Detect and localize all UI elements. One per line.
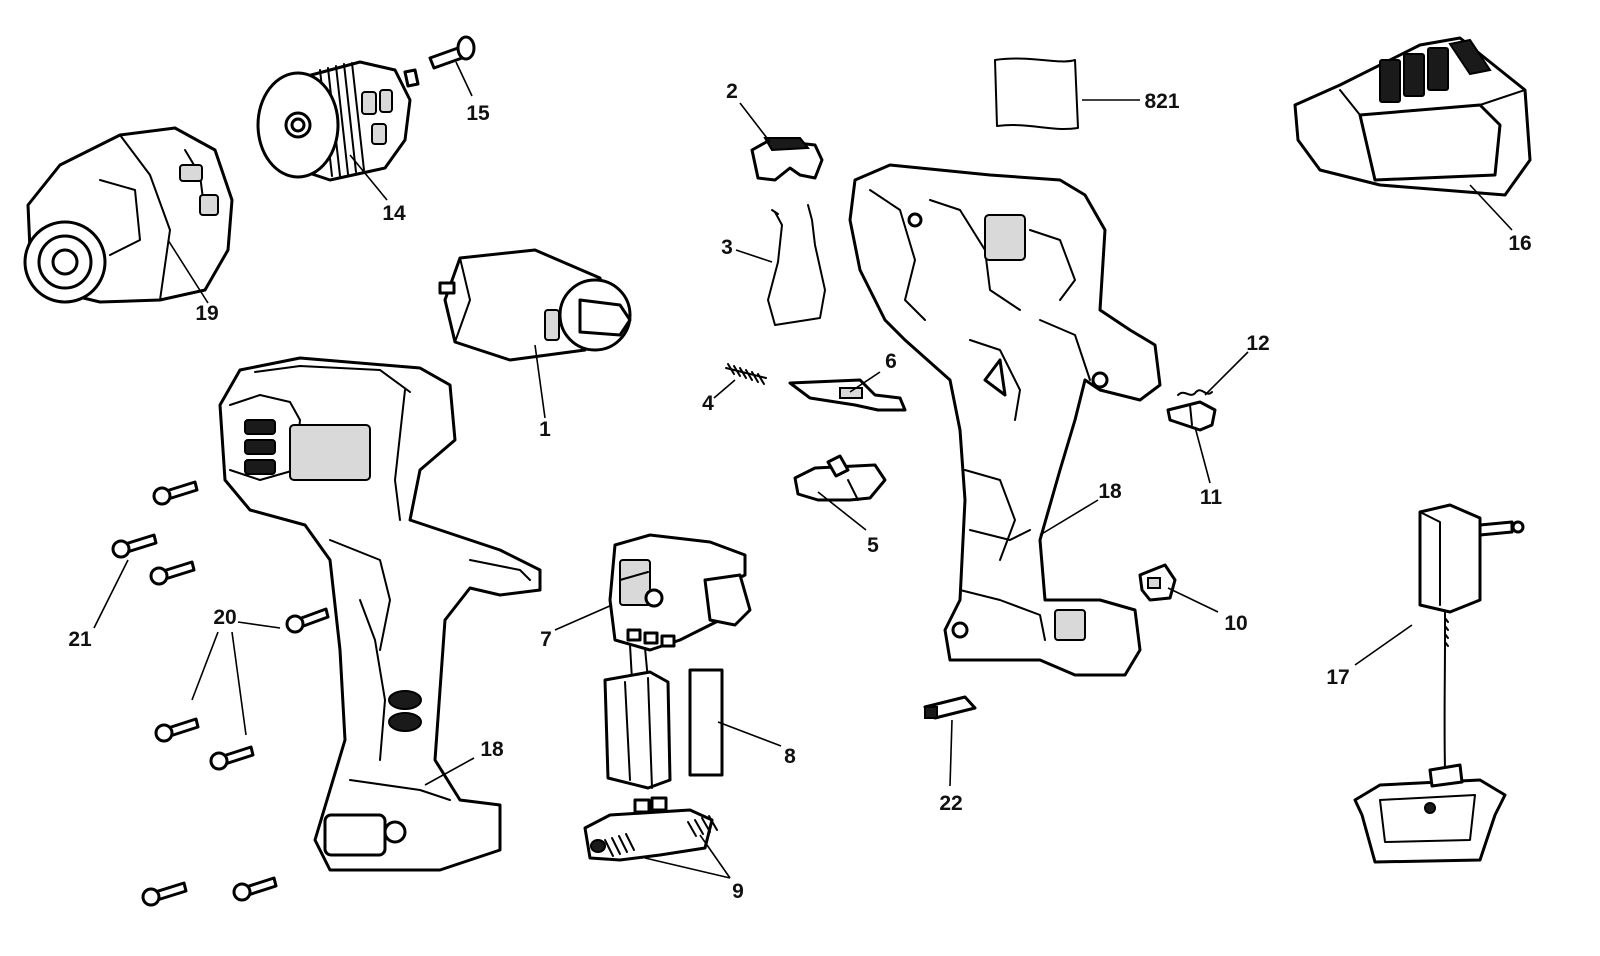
callout-8: 8 (784, 745, 796, 768)
screw (152, 480, 199, 506)
part-7-switch (608, 533, 752, 681)
callout-5: 5 (867, 534, 879, 557)
callout-21: 21 (68, 628, 92, 651)
callout-821: 821 (1144, 90, 1179, 113)
callout-17: 17 (1326, 666, 1349, 689)
leader-lines (93, 61, 1513, 879)
part-4-spring (725, 363, 767, 385)
callout-19: 19 (195, 302, 218, 325)
callout-2: 2 (726, 80, 738, 103)
callout-12: 12 (1246, 332, 1269, 355)
callout-15: 15 (466, 102, 490, 125)
callout-20: 20 (213, 606, 236, 629)
callout-9: 9 (732, 880, 744, 903)
callout-22: 22 (939, 792, 962, 815)
part-3-spring-clip (767, 204, 826, 326)
part-22-pad (923, 695, 977, 720)
part-19-gearbox (23, 126, 234, 304)
callout-7: 7 (540, 628, 552, 651)
part-8-insulation (688, 668, 724, 777)
callout-1: 1 (539, 418, 551, 441)
part-14-chuck (256, 60, 420, 182)
part-9-terminal-block (583, 796, 718, 862)
screw (111, 533, 158, 559)
screw (232, 876, 278, 902)
callout-6: 6 (885, 350, 897, 373)
part-switch-holder (603, 670, 672, 790)
screw (141, 881, 188, 907)
part-5-slider (793, 454, 887, 502)
part-16-battery (1293, 36, 1532, 197)
callout-14: 14 (382, 202, 406, 225)
callout-11: 11 (1200, 486, 1223, 509)
callout-10: 10 (1224, 612, 1247, 635)
part-821-label (994, 57, 1079, 130)
screw (154, 717, 200, 743)
part-18-right-housing (848, 163, 1162, 677)
part-15-screw (428, 35, 476, 70)
part-10-block (1138, 563, 1177, 602)
callout-18-right: 18 (1098, 480, 1122, 503)
screw (285, 607, 330, 634)
part-18-left-housing (218, 356, 542, 872)
callout-16: 16 (1508, 232, 1531, 255)
part-2-button (750, 137, 824, 182)
part-11-latch (1166, 400, 1217, 432)
callout-labels: 1 2 3 4 5 6 7 8 9 10 11 12 14 15 16 17 1… (68, 80, 1531, 903)
screw (209, 745, 255, 771)
callout-18-left: 18 (480, 738, 504, 761)
screw (149, 560, 196, 586)
callout-4: 4 (702, 392, 714, 415)
part-6-plate (788, 378, 907, 412)
part-1-motor (438, 248, 632, 362)
parts-screws-20-21 (111, 480, 330, 907)
part-17-charger (1353, 503, 1525, 864)
callout-3: 3 (721, 236, 733, 259)
